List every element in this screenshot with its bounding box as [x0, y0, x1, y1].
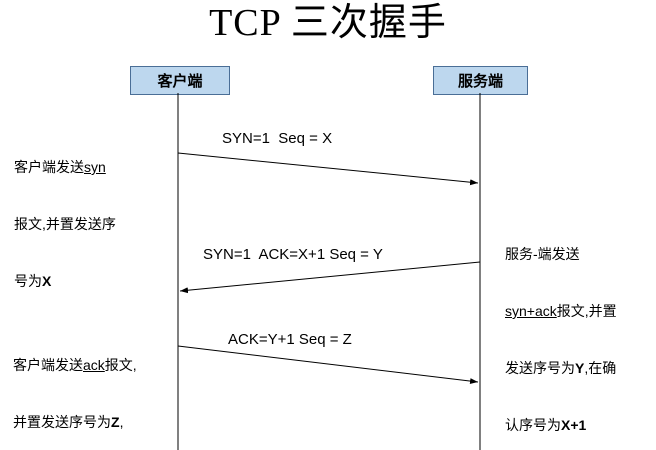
- diagram-title: TCP 三次握手: [209, 2, 447, 44]
- annotation-line: 发送序号为Y,在确: [505, 360, 617, 376]
- ack-message-label: ACK=Y+1 Seq = Z: [228, 331, 352, 348]
- annotation-line: 服务-端发送: [505, 246, 580, 262]
- annotation-line: 并置发送序号为Z,: [13, 414, 124, 430]
- annotation-line: 客户端发送ack报文,: [13, 357, 137, 373]
- annotation-line: 报文,并置发送序: [14, 216, 116, 232]
- client-actor-label: 客户端: [157, 73, 203, 90]
- client-syn-annotation: 客户端发送syn 报文,并置发送序 号为X: [14, 120, 116, 329]
- syn-message-label: SYN=1 Seq = X: [222, 130, 333, 147]
- syn-ack-arrow: [179, 261, 481, 294]
- annotation-line: 认序号为X+1: [505, 417, 587, 433]
- server-actor-label: 服务端: [457, 73, 503, 90]
- syn-ack-message-label: SYN=1 ACK=X+1 Seq = Y: [203, 246, 383, 263]
- annotation-line: syn+ack报文,并置: [505, 303, 617, 319]
- client-actor-box: 客户端: [130, 66, 230, 95]
- annotation-line: 客户端发送syn: [14, 159, 106, 175]
- client-ack-annotation: 客户端发送ack报文, 并置发送序号为Z, 在确认序号为Y+1: [13, 318, 137, 450]
- syn-arrow: [177, 152, 479, 186]
- ack-arrow: [177, 345, 479, 385]
- server-syn-ack-annotation: 服务-端发送 syn+ack报文,并置 发送序号为Y,在确 认序号为X+1: [505, 207, 617, 450]
- annotation-line: 号为X: [14, 273, 52, 289]
